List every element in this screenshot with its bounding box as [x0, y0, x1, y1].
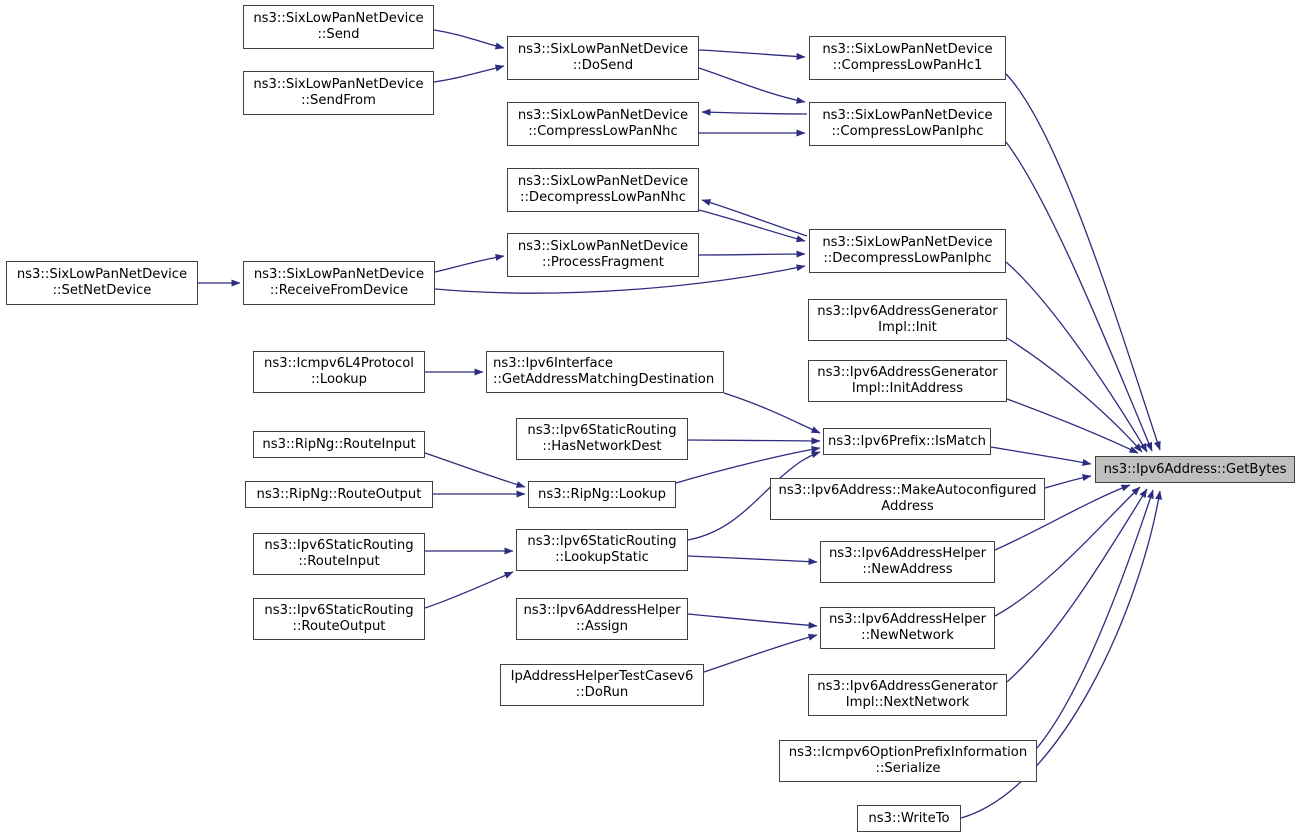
- graph-node-label: ns3::Ipv6AddressGenerator Impl::Init: [817, 304, 998, 335]
- graph-node-label: ns3::SixLowPanNetDevice ::DecompressLowP…: [517, 174, 689, 205]
- graph-node-label: ns3::Ipv6AddressHelper ::NewAddress: [828, 546, 987, 577]
- graph-node-label: ns3::RipNg::Lookup: [537, 486, 667, 502]
- edge-dosend-to-complowpaniphc: [698, 67, 806, 104]
- graph-node-staticrouteinput[interactable]: ns3::Ipv6StaticRouting ::RouteInput: [253, 533, 425, 575]
- graph-node-label: ns3::Ipv6StaticRouting ::RouteOutput: [264, 603, 414, 634]
- edge-helperassign-to-helpernewnetwork: [687, 613, 818, 629]
- edge-dosend-to-complowpanhc1: [698, 49, 806, 61]
- graph-node-helpernewnetwork[interactable]: ns3::Ipv6AddressHelper ::NewNetwork: [820, 607, 995, 649]
- graph-node-makeautoconf[interactable]: ns3::Ipv6Address::MakeAutoconfigured Add…: [770, 478, 1045, 520]
- edge-decomplowpaniphc-to-getbytes: [1005, 261, 1148, 453]
- graph-node-label: IpAddressHelperTestCasev6 ::DoRun: [510, 669, 694, 700]
- graph-node-getbytes[interactable]: ns3::Ipv6Address::GetBytes: [1095, 456, 1295, 483]
- graph-node-label: ns3::Icmpv6OptionPrefixInformation ::Ser…: [788, 745, 1028, 776]
- edge-complowpaniphc-to-getbytes: [1005, 141, 1153, 452]
- graph-node-label: ns3::SixLowPanNetDevice ::SendFrom: [253, 77, 424, 108]
- graph-node-label: ns3::Ipv6StaticRouting ::HasNetworkDest: [527, 423, 677, 454]
- graph-node-label: ns3::Ipv6AddressGenerator Impl::NextNetw…: [817, 679, 998, 710]
- graph-node-decomplowpannhc[interactable]: ns3::SixLowPanNetDevice ::DecompressLowP…: [507, 168, 699, 212]
- graph-node-icmpv6lookup[interactable]: ns3::Icmpv6L4Protocol ::Lookup: [253, 351, 425, 393]
- graph-node-label: ns3::Ipv6Address::MakeAutoconfigured Add…: [778, 483, 1037, 514]
- graph-node-hasnetworkdest[interactable]: ns3::Ipv6StaticRouting ::HasNetworkDest: [516, 418, 688, 460]
- edge-processfragment-to-decomplowpaniphc: [698, 250, 806, 258]
- edge-hasnetworkdest-to-ipv6prefixismatch: [687, 437, 821, 445]
- graph-node-genimplinit[interactable]: ns3::Ipv6AddressGenerator Impl::Init: [808, 299, 1007, 341]
- graph-node-getaddrmatch[interactable]: ns3::Ipv6Interface ::GetAddressMatchingD…: [486, 351, 724, 393]
- graph-node-writeto[interactable]: ns3::WriteTo: [857, 805, 961, 832]
- graph-node-staticrouteoutput[interactable]: ns3::Ipv6StaticRouting ::RouteOutput: [253, 598, 425, 640]
- edge-staticrouteoutput-to-lookupstatic: [424, 571, 514, 609]
- edge-complowpanhc1-to-getbytes: [1005, 73, 1161, 451]
- edge-sendfrom-to-dosend: [433, 64, 505, 83]
- graph-node-icmpv6serialize[interactable]: ns3::Icmpv6OptionPrefixInformation ::Ser…: [779, 740, 1037, 782]
- edge-receivefromdev-to-processfragment: [434, 253, 505, 273]
- graph-node-label: ns3::SixLowPanNetDevice ::CompressLowPan…: [822, 42, 993, 73]
- graph-node-label: ns3::Ipv6Interface ::GetAddressMatchingD…: [493, 356, 715, 387]
- edge-icmpv6serialize-to-getbytes: [1036, 489, 1154, 749]
- graph-node-genimplinitaddr[interactable]: ns3::Ipv6AddressGenerator Impl::InitAddr…: [808, 360, 1007, 402]
- graph-node-complowpaniphc[interactable]: ns3::SixLowPanNetDevice ::CompressLowPan…: [809, 102, 1006, 146]
- edge-genimplinit-to-getbytes: [1006, 337, 1143, 453]
- graph-node-label: ns3::Ipv6Prefix::IsMatch: [828, 433, 986, 449]
- graph-node-processfragment[interactable]: ns3::SixLowPanNetDevice ::ProcessFragmen…: [507, 233, 699, 277]
- edge-decomplowpannhc-to-decomplowpaniphc: [698, 209, 806, 243]
- graph-node-dosend[interactable]: ns3::SixLowPanNetDevice ::DoSend: [507, 36, 699, 80]
- graph-node-label: ns3::SixLowPanNetDevice ::DecompressLowP…: [822, 235, 993, 266]
- edge-testcasedorun-to-helpernewnetwork: [703, 633, 818, 673]
- edge-decomplowpaniphc-to-decomplowpannhc: [701, 199, 808, 237]
- graph-node-ipv6prefixismatch[interactable]: ns3::Ipv6Prefix::IsMatch: [823, 428, 991, 455]
- edge-complowpaniphc-to-complowpannhc: [701, 108, 808, 116]
- edge-ripngrouteinput-to-ripnglookup: [424, 452, 526, 488]
- graph-node-label: ns3::Ipv6AddressGenerator Impl::InitAddr…: [817, 365, 998, 396]
- graph-node-label: ns3::SixLowPanNetDevice ::CompressLowPan…: [517, 108, 689, 139]
- graph-node-setnetdevice[interactable]: ns3::SixLowPanNetDevice ::SetNetDevice: [6, 261, 198, 305]
- edge-makeautoconf-to-getbytes: [1044, 474, 1092, 489]
- graph-node-label: ns3::RipNg::RouteInput: [262, 436, 416, 452]
- graph-node-ripngrouteinput[interactable]: ns3::RipNg::RouteInput: [253, 431, 425, 458]
- graph-node-label: ns3::SixLowPanNetDevice ::Send: [253, 11, 424, 42]
- graph-node-label: ns3::Ipv6StaticRouting ::LookupStatic: [527, 534, 677, 565]
- graph-node-label: ns3::Ipv6AddressHelper ::NewNetwork: [828, 612, 987, 643]
- edge-ipv6prefixismatch-to-getbytes: [990, 446, 1092, 466]
- graph-node-ripngrouteoutput[interactable]: ns3::RipNg::RouteOutput: [245, 481, 433, 508]
- graph-node-ripnglookup[interactable]: ns3::RipNg::Lookup: [528, 481, 676, 508]
- edge-getaddrmatch-to-ipv6prefixismatch: [723, 392, 821, 434]
- graph-node-send[interactable]: ns3::SixLowPanNetDevice ::Send: [243, 5, 434, 49]
- graph-node-complowpannhc[interactable]: ns3::SixLowPanNetDevice ::CompressLowPan…: [507, 102, 699, 146]
- edge-send-to-dosend: [433, 29, 505, 50]
- edge-genimplinitaddr-to-getbytes: [1006, 398, 1139, 454]
- graph-node-genimplnextnet[interactable]: ns3::Ipv6AddressGenerator Impl::NextNetw…: [808, 674, 1007, 716]
- graph-node-label: ns3::Icmpv6L4Protocol ::Lookup: [264, 356, 414, 387]
- graph-node-label: ns3::RipNg::RouteOutput: [256, 486, 422, 502]
- graph-node-helpernewaddress[interactable]: ns3::Ipv6AddressHelper ::NewAddress: [820, 541, 995, 583]
- graph-node-label: ns3::SixLowPanNetDevice ::ReceiveFromDev…: [253, 267, 425, 298]
- graph-node-label: ns3::Ipv6Address::GetBytes: [1103, 461, 1287, 477]
- graph-node-sendfrom[interactable]: ns3::SixLowPanNetDevice ::SendFrom: [243, 71, 434, 115]
- graph-node-testcasedorun[interactable]: IpAddressHelperTestCasev6 ::DoRun: [500, 664, 704, 706]
- graph-node-label: ns3::SixLowPanNetDevice ::DoSend: [517, 42, 689, 73]
- graph-node-label: ns3::Ipv6AddressHelper ::Assign: [523, 603, 681, 634]
- graph-node-label: ns3::WriteTo: [868, 810, 950, 826]
- graph-node-lookupstatic[interactable]: ns3::Ipv6StaticRouting ::LookupStatic: [516, 529, 688, 571]
- graph-node-decomplowpaniphc[interactable]: ns3::SixLowPanNetDevice ::DecompressLowP…: [809, 229, 1006, 273]
- graph-node-helperassign[interactable]: ns3::Ipv6AddressHelper ::Assign: [516, 598, 688, 640]
- graph-node-label: ns3::SixLowPanNetDevice ::CompressLowPan…: [822, 108, 993, 139]
- edge-lookupstatic-to-helpernewaddress: [687, 555, 818, 566]
- graph-node-label: ns3::SixLowPanNetDevice ::SetNetDevice: [16, 267, 188, 298]
- graph-node-label: ns3::Ipv6StaticRouting ::RouteInput: [264, 538, 414, 569]
- graph-node-complowpanhc1[interactable]: ns3::SixLowPanNetDevice ::CompressLowPan…: [809, 36, 1006, 80]
- graph-node-label: ns3::SixLowPanNetDevice ::ProcessFragmen…: [517, 239, 689, 270]
- graph-node-receivefromdev[interactable]: ns3::SixLowPanNetDevice ::ReceiveFromDev…: [243, 261, 435, 305]
